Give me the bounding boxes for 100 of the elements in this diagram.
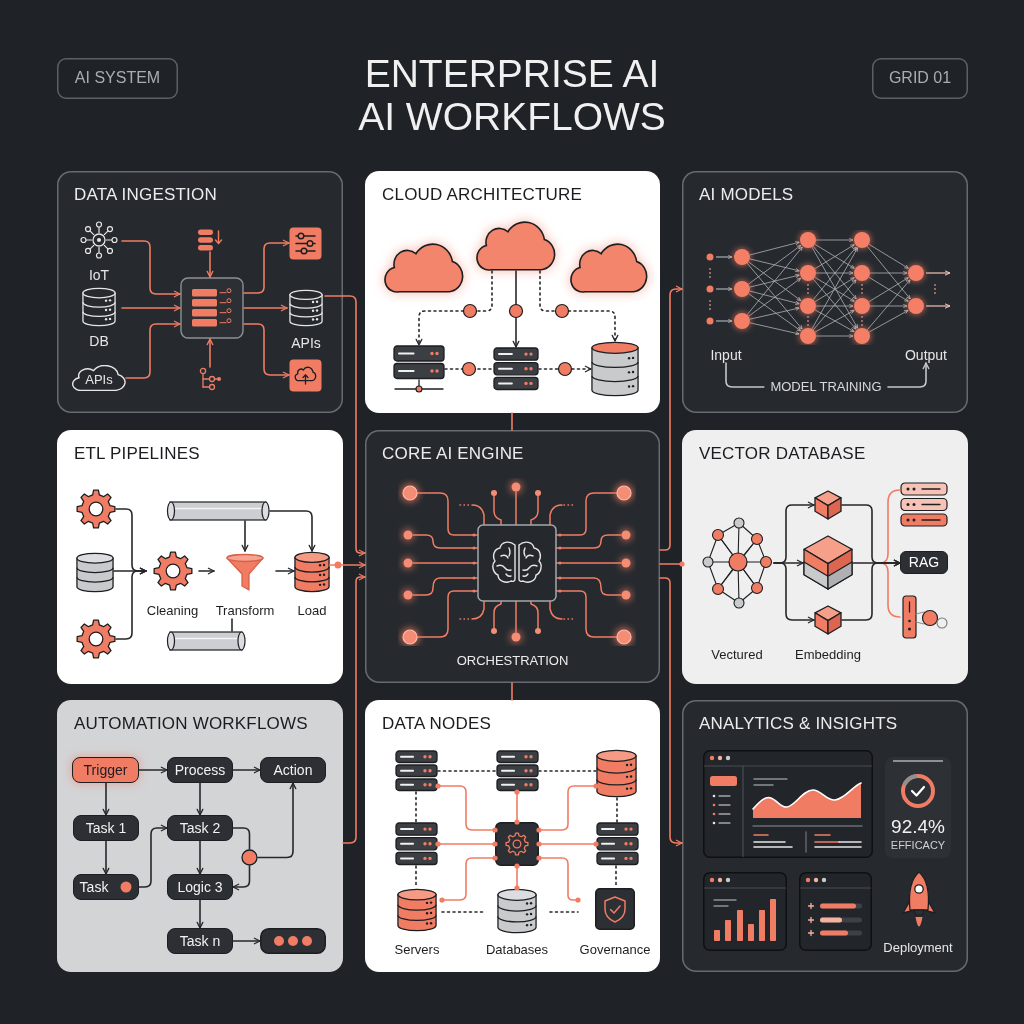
dot-ended-connector (435, 841, 498, 847)
layer-label: Output (902, 347, 950, 363)
step-label: Action (273, 761, 313, 779)
step-label: Task (79, 878, 109, 896)
panel-title: DATA NODES (382, 714, 492, 734)
gear-chip-icon (495, 822, 539, 866)
section-panel (57, 171, 343, 413)
arrow (121, 240, 181, 298)
dashed-connector (415, 791, 417, 823)
panel-title: ANALYTICS & INSIGHTS (699, 714, 898, 734)
step-label: Logic 3 (177, 878, 223, 896)
arrow (198, 567, 215, 575)
cloud-tile-icon (289, 359, 322, 392)
dashed-connector (441, 911, 485, 913)
arrow (275, 567, 295, 575)
node-label: DB (89, 332, 109, 349)
connector-line (511, 682, 513, 701)
dot-ended-connector (435, 783, 498, 833)
arrow (659, 285, 683, 551)
gear-icon (76, 619, 116, 659)
header-tag (872, 58, 968, 99)
dashed-connector (538, 770, 597, 772)
dot-ended-connector (659, 561, 685, 567)
workflow-step-box (73, 815, 139, 841)
server-icon (395, 822, 438, 866)
arrow (329, 561, 366, 569)
metric-value: 92.4% (891, 816, 945, 838)
node-label: Databases (485, 943, 549, 958)
connector-line (231, 618, 233, 632)
arrow (125, 320, 181, 379)
dot-ended-connector (514, 863, 520, 891)
arrow (539, 270, 619, 342)
database-stack-icon (197, 228, 223, 252)
node-label: IoT (88, 266, 110, 283)
dot-ended-connector (536, 783, 599, 833)
node-label: Vectured (711, 648, 763, 663)
connector-line (511, 412, 513, 431)
section-panel (682, 700, 968, 972)
layer-label: Input (704, 347, 748, 363)
cloud-icon (384, 243, 464, 293)
arrow (243, 239, 290, 294)
database-icon (596, 749, 637, 798)
cube-icon (814, 490, 842, 520)
panel-title: CLOUD ARCHITECTURE (382, 185, 583, 205)
dashed-connector (444, 368, 494, 370)
step-label: Task 2 (179, 819, 221, 837)
arrow (773, 562, 815, 624)
panel-title: VECTOR DATABASE (699, 444, 866, 464)
header-tag (57, 58, 178, 99)
workflow-step-box (167, 815, 233, 841)
panel-title: CORE AI ENGINE (382, 444, 524, 464)
arrow (243, 304, 288, 312)
cube-icon (803, 535, 853, 590)
node-label: Governance (579, 943, 651, 958)
arrow (841, 559, 901, 621)
arrow (415, 270, 493, 346)
arrow (257, 782, 297, 859)
arrow (243, 323, 290, 379)
server-icon (395, 750, 438, 792)
arrow (102, 840, 110, 875)
arrow (115, 567, 147, 640)
panel-title: AI MODELS (699, 185, 794, 205)
node-label: Transform (215, 604, 275, 619)
arrow (241, 520, 249, 552)
tag-label: AI SYSTEM (74, 69, 161, 88)
cloud-icon (570, 243, 648, 293)
node-label: Cleaning (146, 604, 199, 619)
server-icon (496, 750, 539, 792)
node-label: Servers (394, 943, 440, 958)
metric-caption: EFFICACY (890, 838, 946, 852)
arrow (206, 251, 214, 278)
rag-step-box (900, 551, 948, 574)
dot-ended-connector (536, 855, 581, 903)
pipe-icon (166, 631, 246, 651)
step-label: RAG (908, 554, 940, 571)
panel-title: ETL PIPELINES (74, 444, 200, 464)
arrow (232, 937, 261, 945)
panel-title: DATA INGESTION (74, 185, 217, 205)
workflow-step-box (167, 757, 233, 783)
gear-icon (76, 489, 116, 529)
junction-circle (241, 849, 258, 866)
server-icon (493, 347, 539, 391)
node-label: APIs (85, 373, 113, 388)
step-label: Trigger (83, 761, 128, 779)
section-panel (365, 700, 660, 972)
arrow (196, 840, 204, 875)
tag-label: GRID 01 (888, 69, 952, 88)
dot-ended-connector (536, 841, 599, 847)
database-icon (76, 552, 114, 593)
workflow-step-box (167, 928, 233, 954)
processor-chip-icon (180, 277, 244, 339)
step-label: Task 1 (85, 819, 127, 837)
arrow (324, 295, 366, 557)
workflow-step-box (260, 757, 326, 783)
arrow (206, 338, 214, 368)
arrow (512, 270, 520, 348)
arrow (232, 766, 261, 774)
workflow-step-box (73, 874, 139, 900)
icon-caption: Deployment (883, 941, 953, 956)
database-icon (591, 341, 639, 397)
